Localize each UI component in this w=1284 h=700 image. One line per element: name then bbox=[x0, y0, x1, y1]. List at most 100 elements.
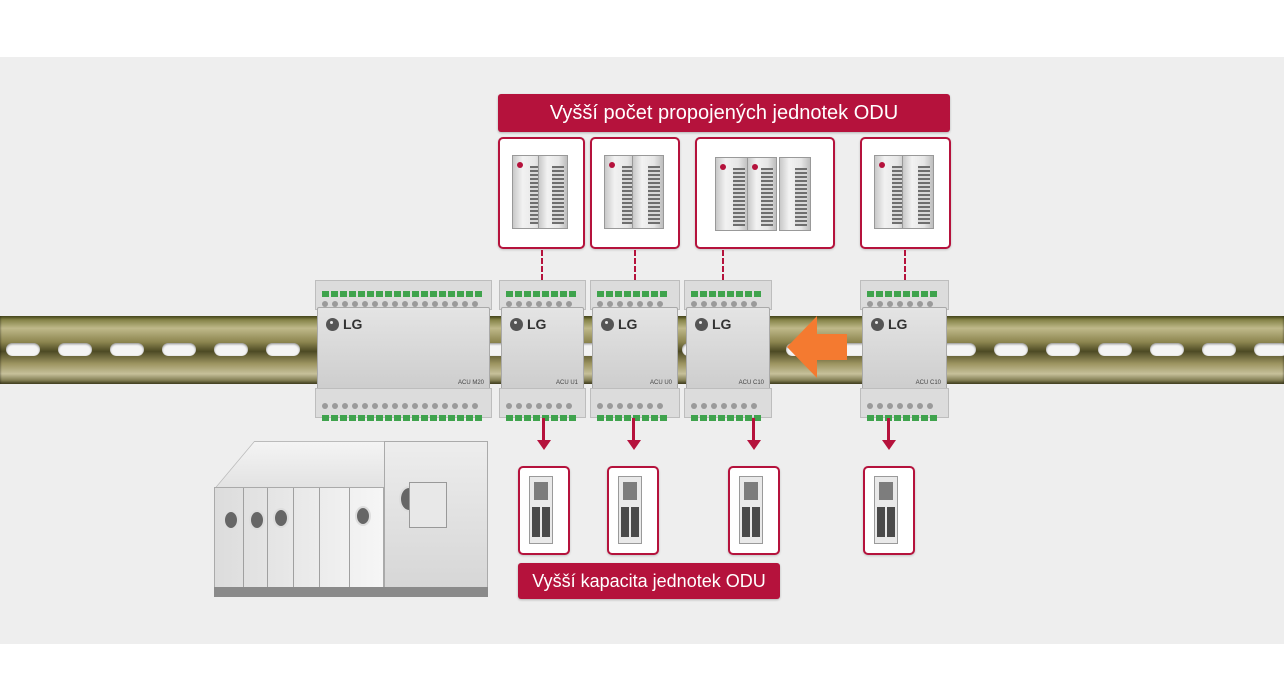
terminal bbox=[475, 291, 482, 297]
terminal bbox=[745, 291, 752, 297]
terminal bbox=[709, 291, 716, 297]
lg-logo-icon bbox=[326, 317, 339, 331]
screw bbox=[607, 403, 613, 409]
module-model: ACU C10 bbox=[915, 380, 941, 386]
lg-logo: LG bbox=[871, 316, 907, 332]
screw bbox=[741, 301, 747, 307]
rail-slot bbox=[110, 343, 144, 356]
valve-kit-box-2 bbox=[607, 466, 659, 555]
rail-slot bbox=[266, 343, 300, 356]
outdoor-unit-icon bbox=[538, 155, 568, 229]
terminal bbox=[403, 415, 410, 421]
terminal bbox=[651, 291, 658, 297]
terminal bbox=[912, 415, 919, 421]
valve-kit-icon bbox=[618, 476, 642, 544]
terminal bbox=[358, 415, 365, 421]
screw bbox=[352, 301, 358, 307]
terminal bbox=[718, 415, 725, 421]
lg-logo-icon bbox=[601, 317, 614, 331]
module-brand: LG bbox=[712, 316, 732, 332]
air-handling-unit-icon bbox=[210, 437, 495, 607]
screw bbox=[691, 301, 697, 307]
screw bbox=[526, 403, 532, 409]
terminal bbox=[560, 415, 567, 421]
terminal bbox=[340, 415, 347, 421]
connector-arrow bbox=[632, 418, 635, 442]
screw bbox=[867, 301, 873, 307]
terminal bbox=[542, 291, 549, 297]
outdoor-unit-icon bbox=[632, 155, 664, 229]
screw bbox=[617, 301, 623, 307]
terminal bbox=[322, 291, 329, 297]
terminal bbox=[615, 415, 622, 421]
lg-logo: LG bbox=[601, 316, 637, 332]
terminal bbox=[642, 291, 649, 297]
rail-slot bbox=[1254, 343, 1284, 356]
terminal bbox=[894, 415, 901, 421]
screw bbox=[462, 301, 468, 307]
screw bbox=[506, 403, 512, 409]
module-model: ACU M20 bbox=[457, 380, 484, 386]
outdoor-unit-icon bbox=[715, 157, 749, 231]
screw bbox=[372, 301, 378, 307]
terminal bbox=[727, 415, 734, 421]
terminal bbox=[930, 291, 937, 297]
terminal bbox=[709, 415, 716, 421]
terminal bbox=[533, 291, 540, 297]
screw bbox=[452, 403, 458, 409]
terminal bbox=[624, 291, 631, 297]
terminal bbox=[385, 291, 392, 297]
connector-dashed bbox=[541, 250, 543, 280]
screw bbox=[751, 403, 757, 409]
screw bbox=[887, 301, 893, 307]
screw bbox=[392, 403, 398, 409]
odu-box-2 bbox=[590, 137, 680, 249]
terminal bbox=[921, 291, 928, 297]
arrow-down-icon bbox=[537, 440, 551, 450]
terminal bbox=[903, 415, 910, 421]
terminal bbox=[727, 291, 734, 297]
terminal bbox=[885, 291, 892, 297]
lg-logo: LG bbox=[510, 316, 546, 332]
terminal bbox=[439, 291, 446, 297]
screw bbox=[741, 403, 747, 409]
screw bbox=[556, 403, 562, 409]
terminal bbox=[642, 415, 649, 421]
control-module-added: LG ACU C10 bbox=[860, 280, 949, 421]
connector-arrow bbox=[542, 418, 545, 442]
terminal bbox=[569, 291, 576, 297]
screw bbox=[907, 403, 913, 409]
screw bbox=[897, 403, 903, 409]
screw bbox=[647, 301, 653, 307]
odu-box-1 bbox=[498, 137, 585, 249]
module-model: ACU U1 bbox=[555, 380, 578, 386]
screw bbox=[332, 301, 338, 307]
terminal bbox=[466, 291, 473, 297]
screw bbox=[566, 301, 572, 307]
terminal bbox=[736, 291, 743, 297]
rail-slot bbox=[1202, 343, 1236, 356]
screw bbox=[721, 403, 727, 409]
higher-odu-count-text: Vyšší počet propojených jednotek ODU bbox=[549, 101, 899, 124]
screw bbox=[597, 403, 603, 409]
module-brand: LG bbox=[527, 316, 547, 332]
odu-box-4 bbox=[860, 137, 951, 249]
terminal bbox=[754, 415, 761, 421]
screw bbox=[462, 403, 468, 409]
connector-dashed bbox=[904, 250, 906, 280]
screw bbox=[472, 301, 478, 307]
screw bbox=[506, 301, 512, 307]
screw bbox=[566, 403, 572, 409]
terminal bbox=[349, 291, 356, 297]
connector-arrow bbox=[752, 418, 755, 442]
higher-odu-capacity-text: Vyšší kapacita jednotek ODU bbox=[532, 570, 766, 591]
terminal bbox=[376, 291, 383, 297]
screw bbox=[472, 403, 478, 409]
screw bbox=[691, 403, 697, 409]
terminal bbox=[515, 291, 522, 297]
terminal bbox=[457, 415, 464, 421]
screw bbox=[637, 403, 643, 409]
arrow-down-icon bbox=[882, 440, 896, 450]
terminal bbox=[412, 291, 419, 297]
terminal bbox=[930, 415, 937, 421]
